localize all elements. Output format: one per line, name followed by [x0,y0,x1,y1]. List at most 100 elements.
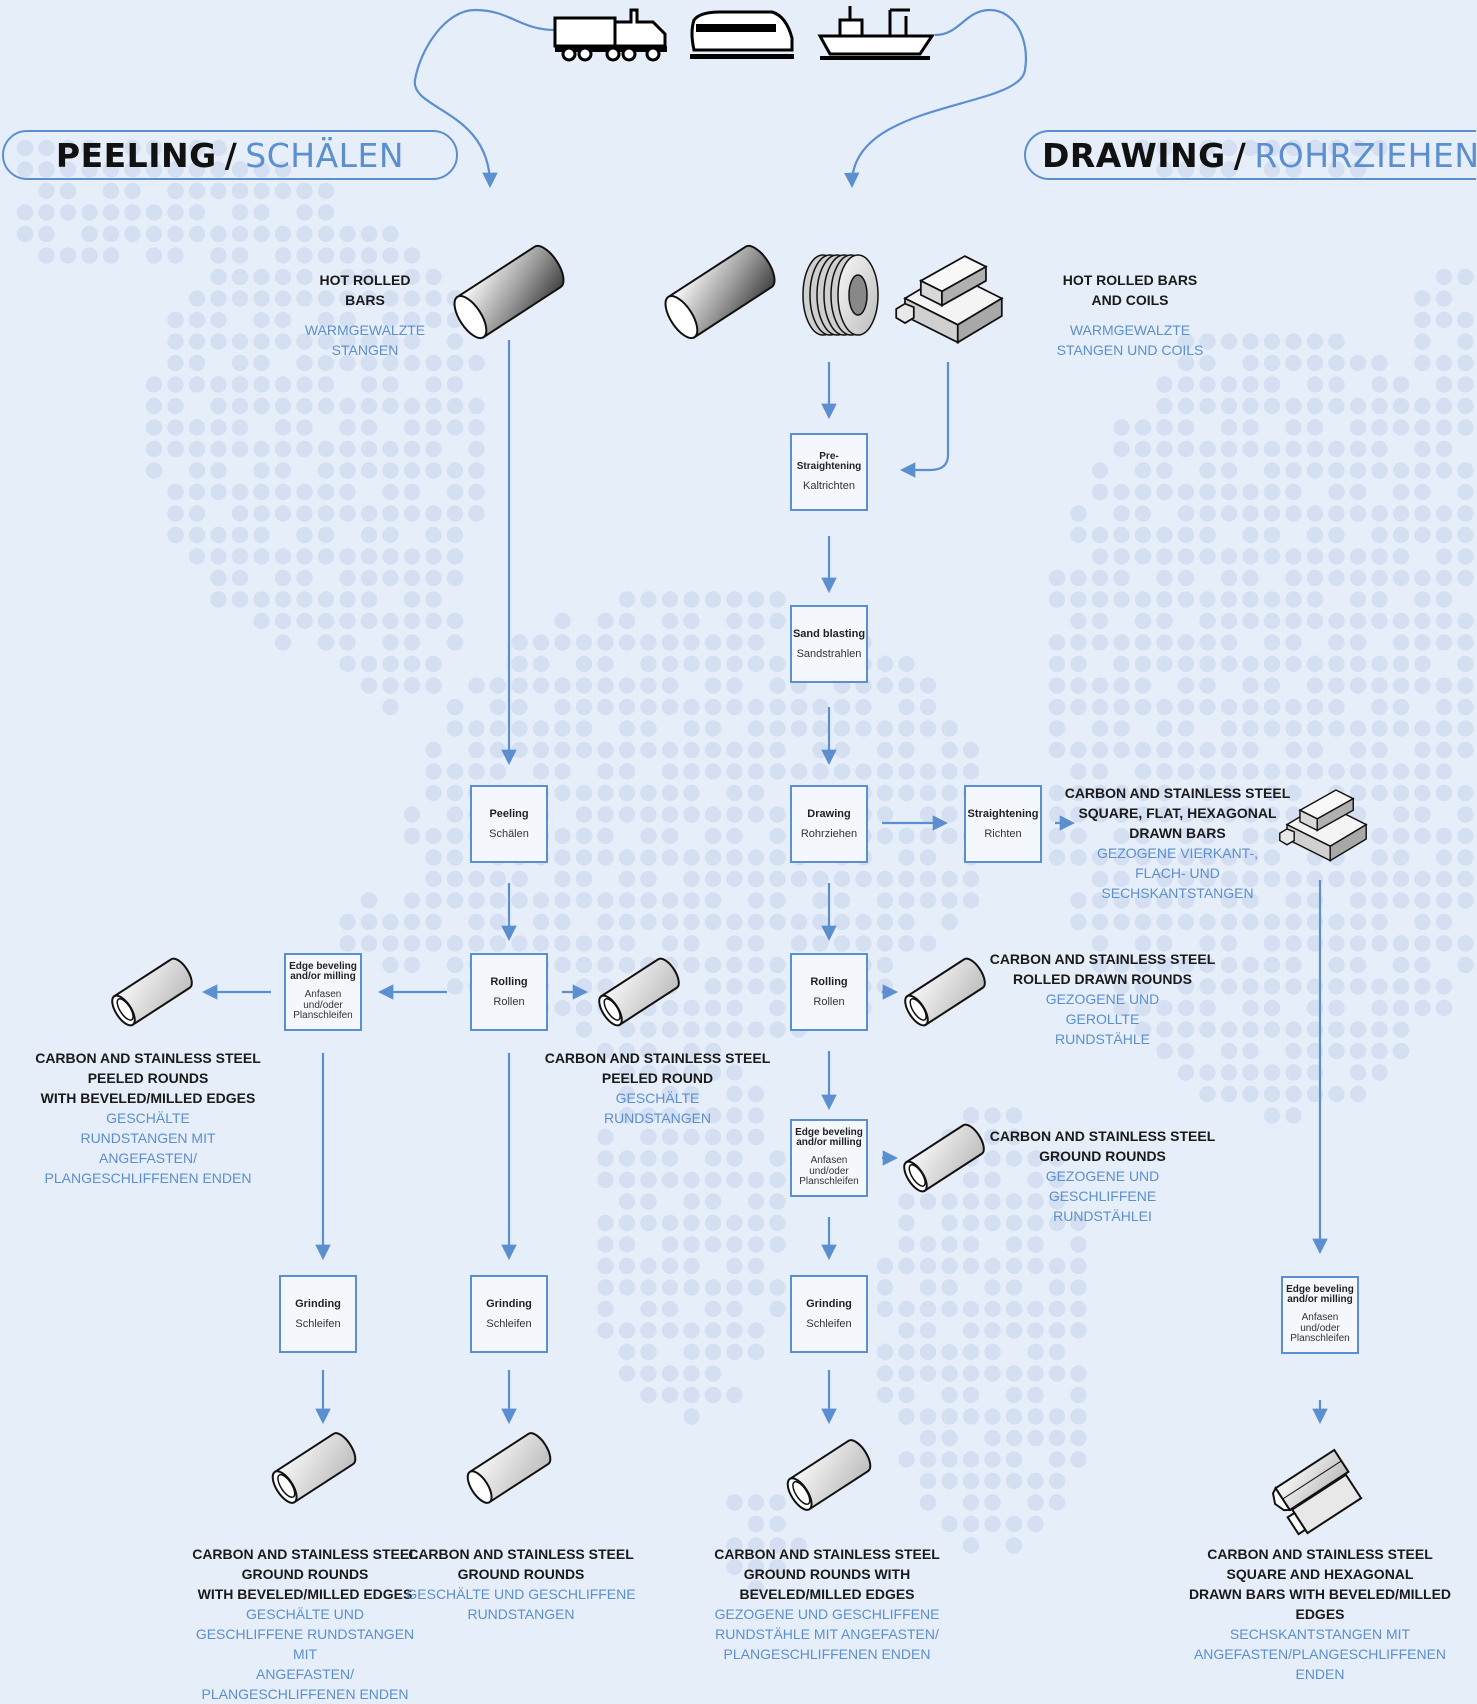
label-en: CARBON AND STAINLESS STEEL SQUARE, FLAT,… [1064,785,1291,841]
transport-icons [553,6,935,62]
label-de: GESCHÄLTE UND GESCHLIFFENE RUNDSTANGEN M… [195,1606,415,1702]
step-sublabel: Anfasen und/oder Planschleifen [799,1155,859,1188]
ground-beveled-bar-icon [271,1432,357,1504]
step-sublabel: Kaltrichten [803,480,855,492]
label-rolled-drawn-rounds: CARBON AND STAINLESS STEEL ROLLED DRAWN … [985,949,1220,1049]
header-drawing-en: DRAWING [1042,135,1226,175]
step-grinding-3: Grinding Schleifen [790,1275,868,1353]
step-label: Rolling [810,975,848,988]
label-en: CARBON AND STAINLESS STEEL PEELED ROUND [544,1050,771,1086]
step-sublabel: Schälen [489,827,529,840]
step-sublabel: Anfasen und/oder Planschleifen [1290,1312,1350,1345]
step-label: Grinding [806,1297,852,1310]
step-sublabel: Anfasen und/oder Planschleifen [293,989,353,1022]
step-sublabel: Sandstrahlen [796,647,862,660]
label-en: HOT ROLLED BARS [319,272,411,308]
label-de: GEZOGENE UND GESCHLIFFENE RUNDSTÄHLE MIT… [714,1606,940,1662]
step-sublabel: Schleifen [295,1317,341,1330]
step-sublabel: Rollen [813,995,845,1008]
header-drawing-sep: / [1233,135,1247,175]
step-sublabel: Schleifen [486,1317,532,1330]
step-sand-blasting: Sand blasting Sandstrahlen [790,605,868,683]
step-label: Pre- Straightening [796,451,862,472]
step-pre-straightening: Pre- Straightening Kaltrichten [790,433,868,511]
label-en: CARBON AND STAINLESS STEEL GROUND ROUNDS… [714,1546,940,1602]
step-drawing: Drawing Rohrziehen [790,785,868,863]
step-label: Straightening [967,807,1039,820]
label-de: SECHSKANTSTANGEN MIT ANGEFASTEN/PLANGESC… [1193,1626,1447,1682]
label-de: GEZOGENE UND GEROLLTE RUNDSTÄHLE [1045,991,1160,1047]
hot-rolled-bar-icon [453,245,565,340]
ground-drawn-beveled-bar-icon [786,1439,872,1511]
product-icons [111,245,1368,1536]
label-peeled-round: CARBON AND STAINLESS STEEL PEELED ROUND … [540,1048,775,1128]
label-en: CARBON AND STAINLESS STEEL GROUND ROUNDS [408,1546,634,1582]
label-hot-rolled-bars: HOT ROLLED BARS WARMGEWALZTE STANGEN [280,270,450,360]
hot-rolled-bar-icon [664,245,776,340]
label-de: WARMGEWALZTE STANGEN [304,322,426,358]
label-en: CARBON AND STAINLESS STEEL GROUND ROUNDS [989,1128,1216,1164]
header-drawing: DRAWING / ROHRZIEHEN [1024,130,1477,180]
label-de: GEZOGENE VIERKANT-, FLACH- UND SECHSKANT… [1096,845,1259,901]
step-label: Drawing [807,807,851,820]
step-label: Peeling [489,807,529,820]
label-en: HOT ROLLED BARS AND COILS [1062,272,1198,308]
ground-peeled-bar-icon [466,1432,552,1504]
truck-icon [553,8,667,62]
label-square-hex-beveled: CARBON AND STAINLESS STEEL SQUARE AND HE… [1170,1544,1470,1684]
square-flat-hex-bars-icon [895,255,1004,344]
label-de: GESCHÄLTE UND GESCHLIFFENE RUNDSTANGEN [406,1586,636,1622]
peeled-round-bar-icon [598,957,680,1027]
rolled-drawn-bar-icon [904,957,986,1027]
step-label: Sand blasting [792,627,866,640]
header-peeling-sep: / [224,135,238,175]
step-sublabel: Richten [984,827,1022,840]
header-peeling-en: PEELING [55,135,217,175]
step-edge-beveling-mid: Edge beveling and/or milling Anfasen und… [790,1119,868,1197]
step-rolling-draw: Rolling Rollen [790,953,868,1031]
step-label: Grinding [486,1297,532,1310]
label-de: GESCHÄLTE RUNDSTANGEN [603,1090,712,1126]
label-ground-rounds-drawn: CARBON AND STAINLESS STEEL GROUND ROUNDS… [985,1126,1220,1226]
train-icon [690,10,794,59]
step-grinding-1: Grinding Schleifen [279,1275,357,1353]
ship-icon [817,6,935,60]
hex-square-bars-icon [1271,1448,1363,1536]
header-drawing-de: ROHRZIEHEN [1254,135,1477,175]
step-rolling-peel: Rolling Rollen [470,953,548,1031]
step-label: Edge beveling and/or milling [289,961,357,983]
label-ground-peeled: CARBON AND STAINLESS STEEL GROUND ROUNDS… [405,1544,637,1624]
ground-round-bar-icon [903,1123,985,1193]
step-straightening: Straightening Richten [964,785,1042,863]
label-square-flat-hex: CARBON AND STAINLESS STEEL SQUARE, FLAT,… [1060,783,1295,903]
label-en: CARBON AND STAINLESS STEEL GROUND ROUNDS… [192,1546,418,1602]
label-peeled-beveled: CARBON AND STAINLESS STEEL PEELED ROUNDS… [18,1048,278,1188]
label-en: CARBON AND STAINLESS STEEL SQUARE AND HE… [1188,1546,1452,1622]
label-hot-rolled-coils: HOT ROLLED BARS AND COILS WARMGEWALZTE S… [1040,270,1220,360]
label-de: GEZOGENE UND GESCHLIFFENE RUNDSTÄHLEI [1045,1168,1160,1224]
step-grinding-2: Grinding Schleifen [470,1275,548,1353]
step-label: Grinding [295,1297,341,1310]
label-de: WARMGEWALZTE STANGEN UND COILS [1056,322,1204,358]
square-flat-hex-bars-icon [1279,789,1368,862]
label-en: CARBON AND STAINLESS STEEL PEELED ROUNDS… [35,1050,261,1106]
label-ground-peeled-beveled: CARBON AND STAINLESS STEEL GROUND ROUNDS… [185,1544,425,1704]
step-sublabel: Schleifen [806,1317,852,1330]
step-edge-beveling-right: Edge beveling and/or milling Anfasen und… [1281,1276,1359,1354]
step-label: Rolling [490,975,528,988]
step-sublabel: Rollen [493,995,525,1008]
step-peeling: Peeling Schälen [470,785,548,863]
peeled-beveled-bar-icon [111,957,193,1027]
coil-icon [802,254,879,336]
label-en: CARBON AND STAINLESS STEEL ROLLED DRAWN … [989,951,1216,987]
step-edge-beveling-left: Edge beveling and/or milling Anfasen und… [284,953,362,1031]
label-de: GESCHÄLTE RUNDSTANGEN MIT ANGEFASTEN/ PL… [44,1110,252,1186]
header-peeling-de: SCHÄLEN [245,135,405,175]
label-ground-drawn-beveled: CARBON AND STAINLESS STEEL GROUND ROUNDS… [707,1544,947,1664]
step-sublabel: Rohrziehen [800,827,858,840]
step-label: Edge beveling and/or milling [795,1127,863,1149]
route-to-peeling [413,8,556,189]
route-to-drawing [844,8,1028,189]
header-peeling: PEELING / SCHÄLEN [2,130,458,180]
